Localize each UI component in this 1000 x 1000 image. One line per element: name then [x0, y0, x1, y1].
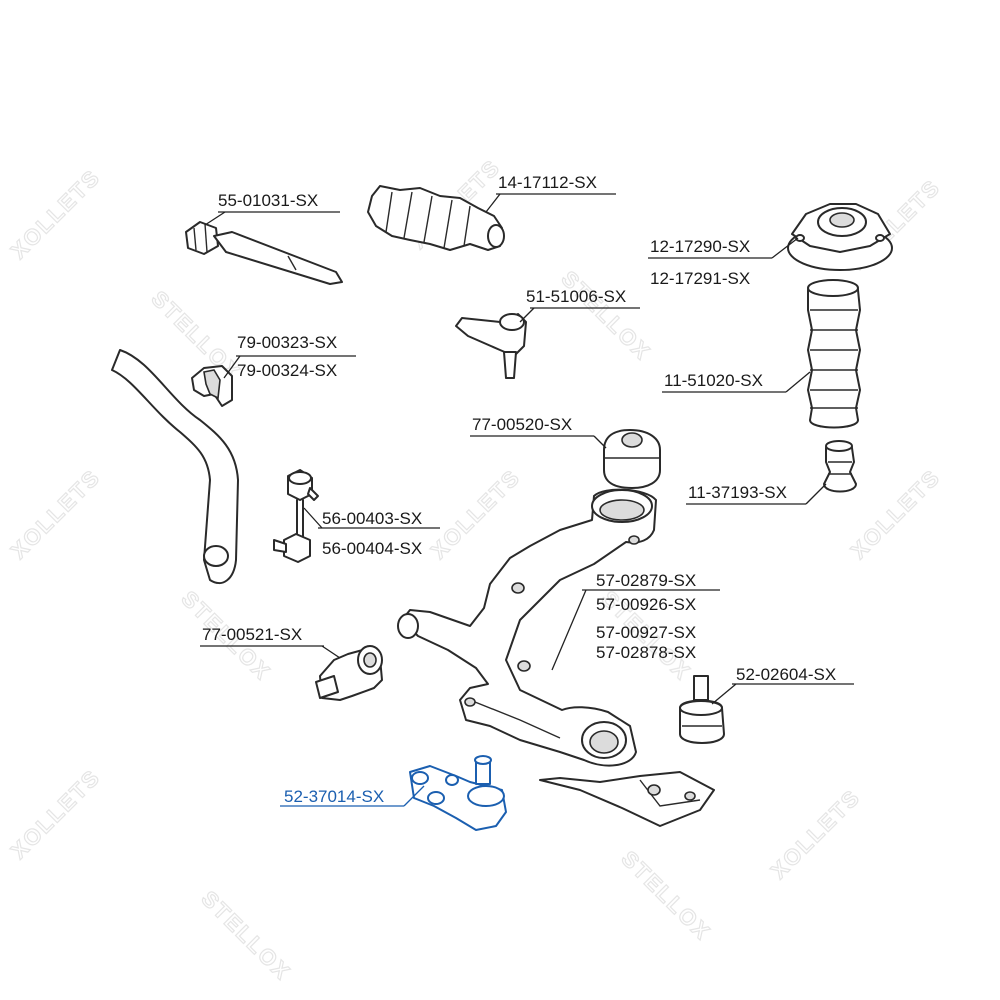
label-strut-mount-2[interactable]: 12-17291-SX — [650, 269, 750, 288]
watermark-text: XOLLETS — [766, 784, 865, 883]
inner-tie-rod[interactable] — [185, 211, 343, 285]
label-strut-mount-1[interactable]: 12-17290-SX — [650, 237, 750, 256]
stabilizer-bar — [111, 349, 239, 585]
watermark-text: XOLLETS — [846, 464, 945, 563]
label-control-arm-4[interactable]: 57-02878-SX — [596, 643, 696, 662]
ball-joint-selected[interactable] — [280, 755, 507, 831]
label-bump-stop[interactable]: 11-37193-SX — [688, 483, 787, 502]
label-stab-link-2[interactable]: 56-00404-SX — [322, 539, 422, 558]
label-tie-rod-end[interactable]: 51-51006-SX — [526, 287, 626, 306]
stabilizer-link[interactable] — [273, 469, 440, 563]
strut-top-mount[interactable] — [648, 203, 893, 271]
ball-joint[interactable] — [679, 675, 854, 744]
label-control-arm-3[interactable]: 57-00927-SX — [596, 623, 696, 642]
label-stab-link-1[interactable]: 56-00403-SX — [322, 509, 422, 528]
label-ball-joint-selected[interactable]: 52-37014-SX — [284, 787, 384, 806]
bump-stop[interactable] — [686, 440, 857, 505]
label-stab-bush-2[interactable]: 79-00324-SX — [237, 361, 337, 380]
steering-rack-boot[interactable] — [367, 185, 616, 251]
label-arm-bush-rear[interactable]: 77-00520-SX — [472, 415, 572, 434]
subframe-bracket — [539, 771, 715, 827]
watermark-text: XOLLETS — [6, 764, 105, 863]
watermark-text: XOLLETS — [426, 464, 525, 563]
label-ball-joint-right[interactable]: 52-02604-SX — [736, 665, 836, 684]
label-control-arm-2[interactable]: 57-00926-SX — [596, 595, 696, 614]
lower-control-arm[interactable] — [397, 488, 720, 767]
stabilizer-bushing[interactable] — [191, 355, 356, 407]
watermark-text: STELLOX — [146, 286, 245, 385]
shock-absorber-boot[interactable] — [662, 279, 861, 429]
label-shock-boot[interactable]: 11-51020-SX — [664, 371, 763, 390]
watermark-text: STELLOX — [616, 846, 715, 945]
tie-rod-end[interactable] — [455, 307, 640, 379]
control-arm-rear-bushing[interactable] — [470, 429, 661, 489]
label-inner-tie-rod[interactable]: 55-01031-SX — [218, 191, 318, 210]
watermark-layer: XOLLETS STELLOX XOLLETS STELLOX XOLLETS … — [5, 154, 946, 986]
control-arm-front-bushing[interactable] — [200, 645, 383, 701]
watermark-text: STELLOX — [556, 266, 655, 365]
label-steering-boot[interactable]: 14-17112-SX — [498, 173, 597, 192]
label-control-arm-1[interactable]: 57-02879-SX — [596, 571, 696, 590]
watermark-text: STELLOX — [196, 886, 295, 985]
watermark-text: XOLLETS — [6, 464, 105, 563]
label-stab-bush-1[interactable]: 79-00323-SX — [237, 333, 337, 352]
watermark-text: XOLLETS — [6, 164, 105, 263]
label-arm-bush-front[interactable]: 77-00521-SX — [202, 625, 302, 644]
